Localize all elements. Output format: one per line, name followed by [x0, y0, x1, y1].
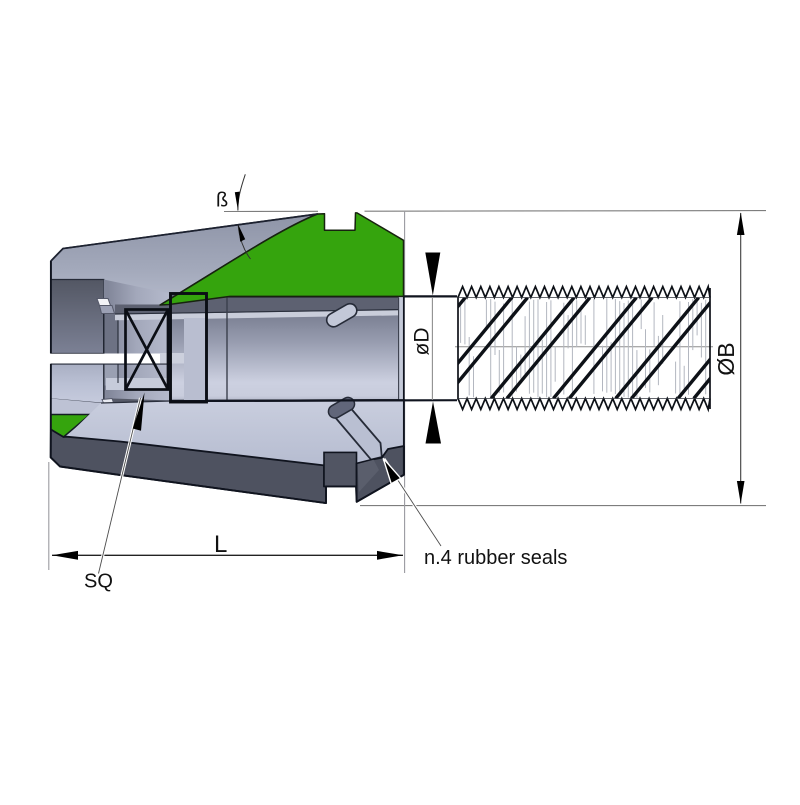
svg-text:L: L [214, 531, 227, 558]
svg-text:n.4 rubber seals: n.4 rubber seals [424, 547, 567, 569]
svg-text:ß: ß [216, 190, 228, 212]
svg-text:ØB: ØB [713, 342, 739, 375]
svg-text:SQ: SQ [84, 571, 113, 593]
svg-text:øD: øD [411, 328, 434, 356]
